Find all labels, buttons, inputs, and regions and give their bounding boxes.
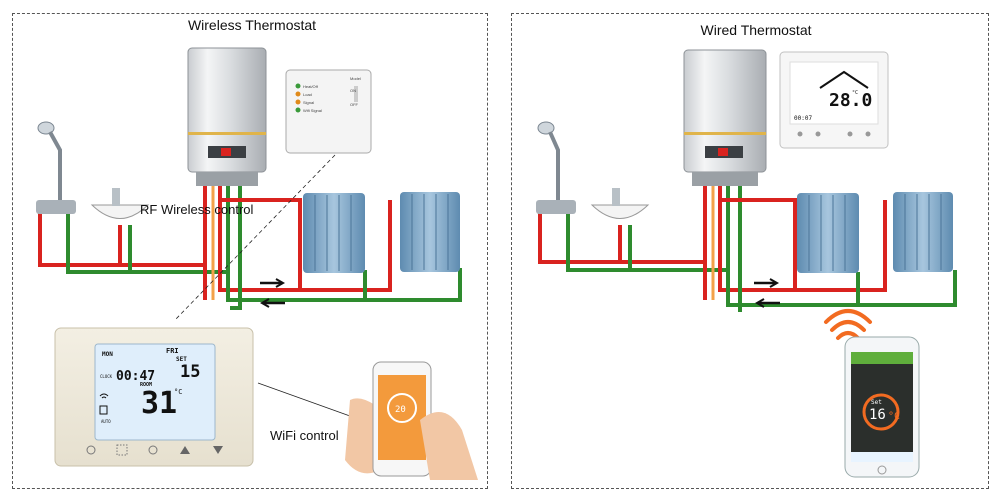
led-label-wifi: Wifi Signal bbox=[303, 108, 322, 113]
right-phone-display: Set 16 °C bbox=[869, 399, 900, 423]
right-thermostat bbox=[779, 51, 889, 149]
right-lcd-clock: 00:07 bbox=[794, 115, 812, 122]
wifi-control-label: WiFi control bbox=[270, 428, 339, 443]
lcd-set-label: SET bbox=[176, 356, 187, 363]
sink bbox=[90, 188, 150, 219]
switch-label-on: ON bbox=[350, 88, 356, 93]
right-boiler bbox=[683, 49, 767, 186]
left-thermostat bbox=[54, 327, 254, 467]
receiver-led-labels: Heat/Off Load Signal Wifi Signal Model O… bbox=[303, 76, 361, 113]
lcd-set-value: 15 bbox=[180, 362, 200, 382]
lcd-day: MON bbox=[102, 351, 113, 358]
led-label-load: Load bbox=[303, 92, 312, 97]
phone-value-left: 20 bbox=[395, 405, 406, 415]
switch-label-model: Model bbox=[350, 76, 361, 81]
left-thermostat-lcd: MON FRI SET 15 00:47 CLOCK ROOM 31 °C AU… bbox=[99, 347, 200, 424]
left-radiator-1 bbox=[303, 193, 365, 273]
right-flow-arrows bbox=[754, 278, 780, 308]
right-shower bbox=[536, 121, 576, 214]
left-radiator-2 bbox=[400, 192, 460, 272]
wireless-title: Wireless Thermostat bbox=[187, 17, 317, 33]
right-radiator-2 bbox=[893, 192, 953, 272]
phone-unit: °C bbox=[888, 411, 900, 422]
lcd-auto-label: AUTO bbox=[101, 419, 111, 424]
lcd-room-value: 31 bbox=[141, 386, 177, 421]
right-lcd-unit: °C bbox=[852, 90, 858, 96]
left-phone bbox=[345, 361, 478, 480]
rf-signal-line bbox=[174, 154, 336, 321]
right-phone bbox=[844, 336, 920, 478]
wifi-signal-icon bbox=[824, 309, 872, 340]
left-boiler bbox=[187, 47, 267, 186]
right-pipes bbox=[538, 180, 957, 312]
rf-wireless-label: RF Wireless control bbox=[140, 202, 254, 217]
lcd-p-icon bbox=[99, 405, 108, 415]
lcd-day2: FRI bbox=[166, 347, 179, 355]
lcd-unit: °C bbox=[174, 388, 182, 396]
right-lcd-room-value: 28.0 bbox=[829, 90, 872, 111]
lcd-room-label: ROOM bbox=[140, 382, 152, 388]
phone-set-value: 16 bbox=[869, 407, 886, 423]
left-pipes bbox=[38, 180, 462, 310]
led-label-signal: Signal bbox=[303, 100, 314, 105]
right-sink bbox=[590, 188, 650, 219]
shower bbox=[36, 121, 76, 214]
phone-set-label: Set bbox=[871, 399, 882, 406]
led-label-heat: Heat/Off bbox=[303, 84, 319, 89]
lcd-wifi-icon bbox=[99, 393, 109, 399]
right-radiator-1 bbox=[797, 193, 859, 273]
switch-label-off: OFF bbox=[350, 102, 359, 107]
wired-title: Wired Thermostat bbox=[700, 22, 812, 38]
rf-receiver bbox=[285, 69, 372, 154]
right-thermostat-lcd: 28.0 °C 00:07 bbox=[794, 90, 872, 122]
lcd-clock: 00:47 bbox=[116, 369, 155, 384]
lcd-clock-label: CLOCK bbox=[100, 374, 113, 379]
left-flow-arrows bbox=[259, 278, 286, 308]
